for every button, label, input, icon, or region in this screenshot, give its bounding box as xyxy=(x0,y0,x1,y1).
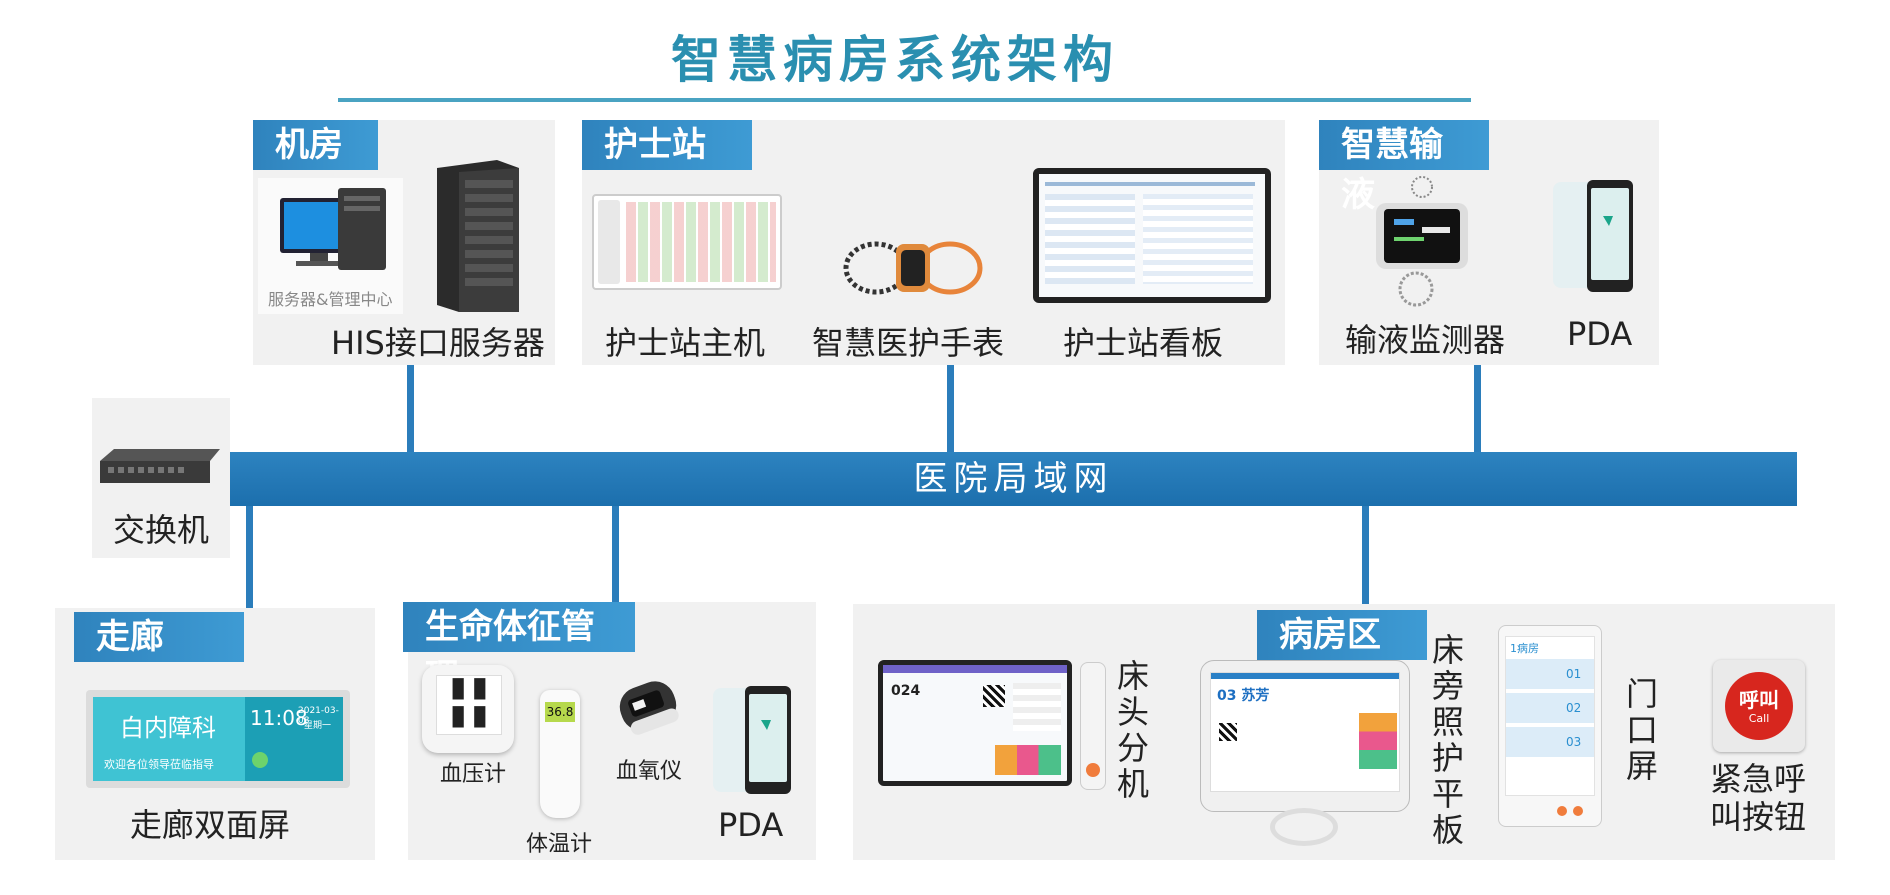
hospital-lan-bus xyxy=(230,452,1797,506)
oximeter-image xyxy=(616,676,680,740)
his-server-label: HIS接口服务器 xyxy=(331,324,545,362)
connector-vitals xyxy=(612,506,619,602)
blood-pressure-image: █ ██ █ xyxy=(422,665,514,753)
bedside-tablet-room: 03 苏芳 xyxy=(1217,688,1270,704)
infusion-tag: 智慧输液 xyxy=(1319,120,1489,215)
blood-pressure-label: 血压计 xyxy=(440,762,507,787)
thermometer-image: 36.8 xyxy=(540,690,580,818)
emergency-call-subtext: Call xyxy=(1748,712,1770,725)
connector-infusion xyxy=(1474,365,1481,452)
connector-server-room xyxy=(407,365,414,452)
emergency-call-text: 呼叫 xyxy=(1739,688,1779,712)
network-switch-image xyxy=(100,443,220,493)
corridor-screen-title: 白内障科 xyxy=(120,714,216,742)
infusion-pda-label: PDA xyxy=(1567,315,1633,353)
bedside-unit-image: 024 xyxy=(878,660,1072,786)
door-screen-label: 门口屏 xyxy=(1625,675,1658,785)
page-title: 智慧病房系统架构 xyxy=(671,31,1119,89)
bedside-room-number: 024 xyxy=(891,683,921,699)
door-bed-1: 01 xyxy=(1566,667,1582,681)
oximeter-label: 血氧仪 xyxy=(616,759,683,784)
door-screen-header: 1病房 xyxy=(1510,642,1539,655)
connector-nurse-station xyxy=(947,365,954,452)
smart-watch-image xyxy=(838,238,988,298)
nurse-station-tag: 护士站 xyxy=(582,120,752,170)
server-pc-image: 服务器&管理中心 xyxy=(258,178,403,314)
server-pc-caption: 服务器&管理中心 xyxy=(268,290,393,309)
hospital-lan-label: 医院局域网 xyxy=(913,459,1114,499)
corridor-screen-welcome: 欢迎各位领导莅临指导 xyxy=(104,758,214,771)
thermometer-label: 体温计 xyxy=(526,832,593,857)
bedside-unit-label: 床头分机 xyxy=(1116,657,1149,803)
bedside-handset-image xyxy=(1080,662,1106,790)
door-bed-2: 02 xyxy=(1566,701,1582,715)
bedside-tablet-image: 03 苏芳 xyxy=(1200,660,1410,850)
infusion-monitor-image xyxy=(1372,175,1472,307)
nurse-host-label: 护士站主机 xyxy=(605,324,766,362)
vitals-pda-label: PDA xyxy=(718,806,784,844)
emergency-call-label: 紧急呼叫按钮 xyxy=(1710,760,1807,836)
emergency-call-button-image: 呼叫 Call xyxy=(1713,660,1805,752)
title-underline xyxy=(338,98,1471,102)
door-screen-image: 1病房 01 02 03 xyxy=(1498,625,1602,827)
nurse-host-image xyxy=(592,194,782,290)
vitals-tag: 生命体征管理 xyxy=(403,602,635,697)
nurse-dashboard-label: 护士站看板 xyxy=(1063,324,1224,362)
thermometer-display: 36.8 xyxy=(545,702,575,722)
infusion-monitor-label: 输液监测器 xyxy=(1345,321,1506,359)
corridor-screen-time: 11:08 xyxy=(250,706,308,730)
corridor-tag: 走廊 xyxy=(74,612,244,662)
bedside-tablet-label: 床旁照护平板 xyxy=(1431,631,1464,849)
corridor-screen-image: 白内障科 欢迎各位领导莅临指导 11:08 2021-03-08 星期一 xyxy=(86,690,350,788)
switch-label: 交换机 xyxy=(113,511,210,549)
corridor-screen-label: 走廊双面屏 xyxy=(130,806,291,844)
infusion-pda-image xyxy=(1553,180,1635,292)
corridor-status-icon xyxy=(252,752,268,768)
connector-corridor xyxy=(246,506,253,608)
ward-tag: 病房区域 xyxy=(1257,610,1427,705)
corridor-screen-date: 2021-03-08 xyxy=(298,706,339,726)
server-room-tag: 机房 xyxy=(253,120,378,170)
server-rack-image xyxy=(437,160,519,312)
door-bed-3: 03 xyxy=(1566,735,1582,749)
vitals-pda-image xyxy=(713,686,793,794)
corridor-screen-weekday: 星期一 xyxy=(304,721,332,731)
nurse-dashboard-image xyxy=(1033,168,1271,303)
smart-watch-label: 智慧医护手表 xyxy=(812,324,1005,362)
connector-ward xyxy=(1362,506,1369,608)
